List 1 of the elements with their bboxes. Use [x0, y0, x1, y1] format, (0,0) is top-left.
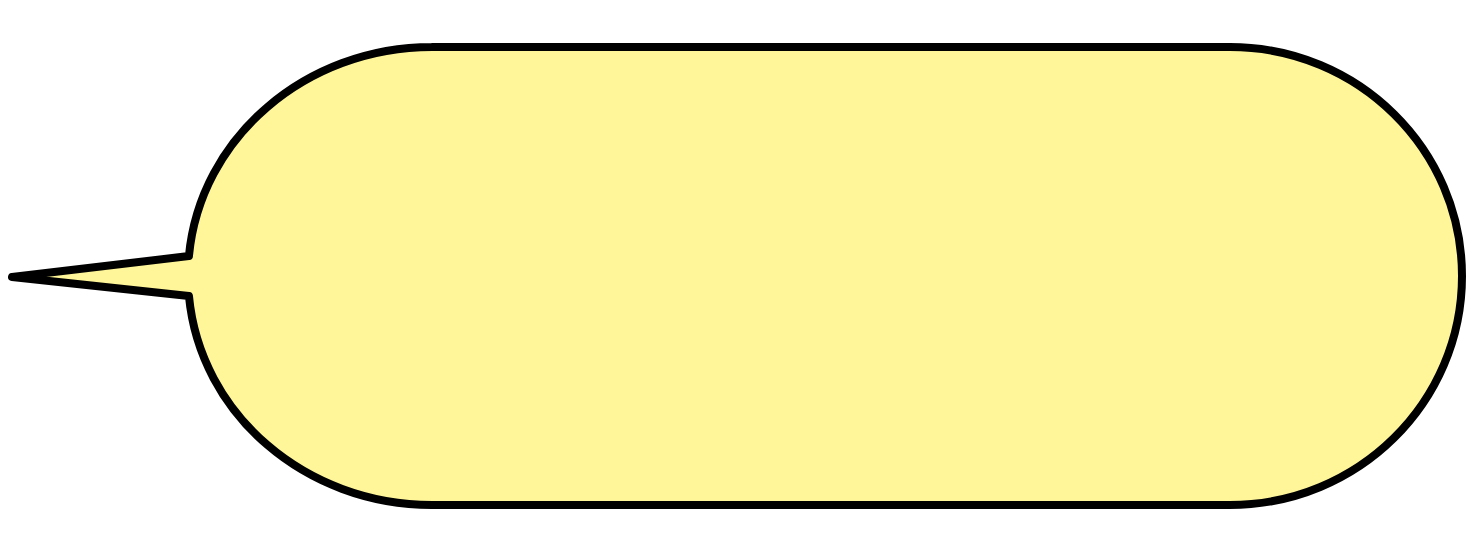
speech-bubble — [8, 43, 1466, 509]
